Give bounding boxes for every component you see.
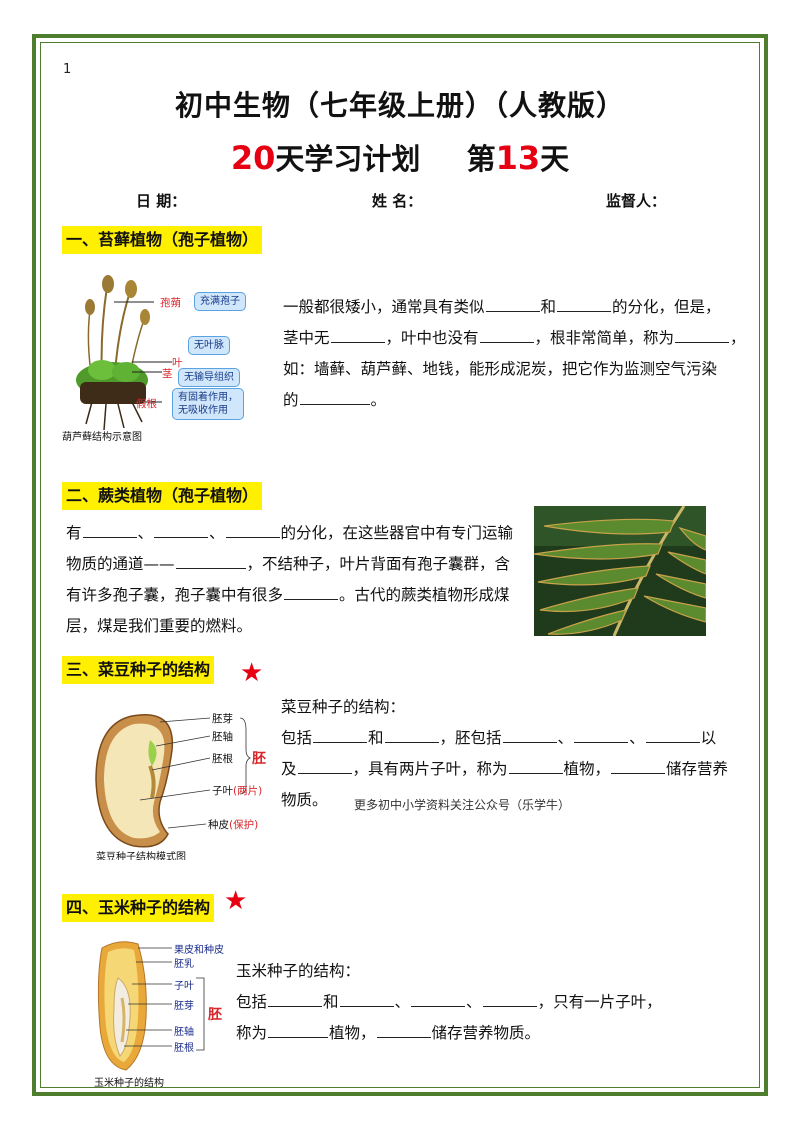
- blank[interactable]: [479, 324, 534, 343]
- callout-spores: 充满孢子: [194, 292, 246, 311]
- label-endosperm: 胚乳: [174, 959, 194, 970]
- fern-leaf-image: [534, 506, 706, 636]
- page-title: 初中生物（七年级上册）（人教版）: [174, 89, 625, 122]
- blank[interactable]: [574, 724, 629, 743]
- blank[interactable]: [557, 293, 612, 312]
- blank[interactable]: [82, 519, 137, 538]
- plan-text: 天学习计划: [275, 142, 421, 176]
- bean-seed-caption: 菜豆种子结构模式图: [96, 852, 186, 860]
- blank[interactable]: [482, 988, 537, 1007]
- label-radicle: 胚根: [212, 753, 233, 765]
- supervisor-field-label: 监督人：: [606, 192, 667, 210]
- section-heading-corn-seed: 四、玉米种子的结构: [62, 894, 215, 922]
- corn-seed-paragraph: 玉米种子的结构： 包括和、、，只有一片子叶， 称为植物，储存营养物质。: [236, 962, 662, 1042]
- blank[interactable]: [175, 550, 246, 569]
- label-rhizoid: 假根: [136, 398, 157, 410]
- plan-days-number: 20: [230, 139, 276, 177]
- page-border-inner: [40, 42, 760, 1088]
- corn-seed-caption: 玉米种子的结构: [94, 1078, 164, 1089]
- blank[interactable]: [284, 581, 339, 600]
- blank[interactable]: [313, 724, 368, 743]
- label-radicle: 胚根: [174, 1043, 194, 1054]
- fern-photo: [534, 506, 706, 636]
- label-hypocotyl: 胚轴: [212, 731, 233, 743]
- blank[interactable]: [339, 988, 394, 1007]
- blank[interactable]: [502, 724, 557, 743]
- callout-rhizoid-line1: 有固着作用，: [178, 392, 238, 403]
- star-icon: ★: [224, 886, 248, 916]
- plan-title: 20天学习计划 第13天: [0, 136, 800, 178]
- blank[interactable]: [154, 519, 209, 538]
- blank[interactable]: [376, 1019, 431, 1038]
- label-capsule: 孢蒴: [160, 297, 181, 309]
- callout-rhizoid-line2: 无吸收作用: [178, 405, 228, 416]
- blank[interactable]: [411, 988, 466, 1007]
- moss-diagram: 孢蒴 充满孢子 无叶脉 叶 茎 无输导组织 假根 有固着作用， 无吸收作用 葫芦…: [62, 262, 272, 444]
- label-stem: 茎: [162, 368, 173, 380]
- day-number: 13: [495, 139, 541, 177]
- label-plumule: 胚芽: [174, 1001, 194, 1012]
- blank[interactable]: [645, 724, 700, 743]
- callout-rhizoid-function: 有固着作用， 无吸收作用: [172, 388, 244, 420]
- label-embryo: 胚: [208, 1007, 222, 1023]
- star-icon: ★: [240, 658, 264, 688]
- page-border-outer: [32, 34, 768, 1096]
- blank[interactable]: [330, 324, 385, 343]
- fern-paragraph: 有、、的分化，在这些器官中有专门运输 物质的通道——，不结种子，叶片背面有孢子囊…: [66, 518, 528, 642]
- section-heading-bean-seed: 三、菜豆种子的结构: [62, 656, 215, 684]
- blank[interactable]: [225, 519, 280, 538]
- label-cotyledon: 子叶: [174, 981, 194, 992]
- promo-note: 更多初中小学资料关注公众号（乐学牛）: [354, 798, 571, 812]
- callout-no-conducting: 无输导组织: [178, 368, 240, 387]
- corn-seed-diagram: 果皮和种皮 胚乳 子叶 胚芽 胚轴 胚根 胚 玉米种子的结构: [90, 938, 230, 1090]
- blank[interactable]: [268, 1019, 329, 1038]
- blank[interactable]: [299, 386, 370, 405]
- blank[interactable]: [297, 755, 352, 774]
- label-pericarp: 果皮和种皮: [174, 945, 224, 956]
- name-field-label: 姓 名：: [372, 192, 423, 210]
- day-prefix: 第: [466, 142, 496, 176]
- moss-paragraph: 一般都很矮小，通常具有类似和的分化，但是， 茎中无，叶中也没有，根非常简单，称为…: [283, 292, 753, 416]
- blank[interactable]: [611, 755, 666, 774]
- blank[interactable]: [675, 324, 730, 343]
- moss-caption: 葫芦藓结构示意图: [62, 432, 142, 443]
- blank[interactable]: [268, 988, 323, 1007]
- callout-no-vein: 无叶脉: [188, 336, 230, 355]
- label-seed-coat: 种皮(保护): [208, 819, 259, 831]
- label-hypocotyl: 胚轴: [174, 1027, 194, 1038]
- label-cotyledon: 子叶(两片): [212, 785, 263, 797]
- bean-seed-diagram: 胚芽 胚轴 胚根 子叶(两片) 种皮(保护) 胚 菜豆种子结构模式图: [90, 710, 280, 860]
- bean-seed-paragraph: 菜豆种子的结构： 包括和，胚包括、、以 及，具有两片子叶，称为植物，储存营养 物…: [281, 698, 729, 809]
- section-heading-fern: 二、蕨类植物（孢子植物）: [62, 482, 263, 510]
- blank[interactable]: [384, 724, 439, 743]
- label-embryo: 胚: [252, 751, 266, 767]
- blank[interactable]: [508, 755, 563, 774]
- date-field-label: 日 期：: [136, 192, 187, 210]
- page-number: 1: [63, 62, 72, 77]
- label-leaf: 叶: [172, 357, 183, 369]
- section-heading-moss: 一、苔藓植物（孢子植物）: [62, 226, 263, 254]
- day-suffix: 天: [540, 142, 570, 176]
- blank[interactable]: [485, 293, 540, 312]
- corn-seed-illustration: [97, 941, 205, 1071]
- label-plumule: 胚芽: [212, 713, 233, 725]
- bean-seed-illustration: [95, 714, 251, 848]
